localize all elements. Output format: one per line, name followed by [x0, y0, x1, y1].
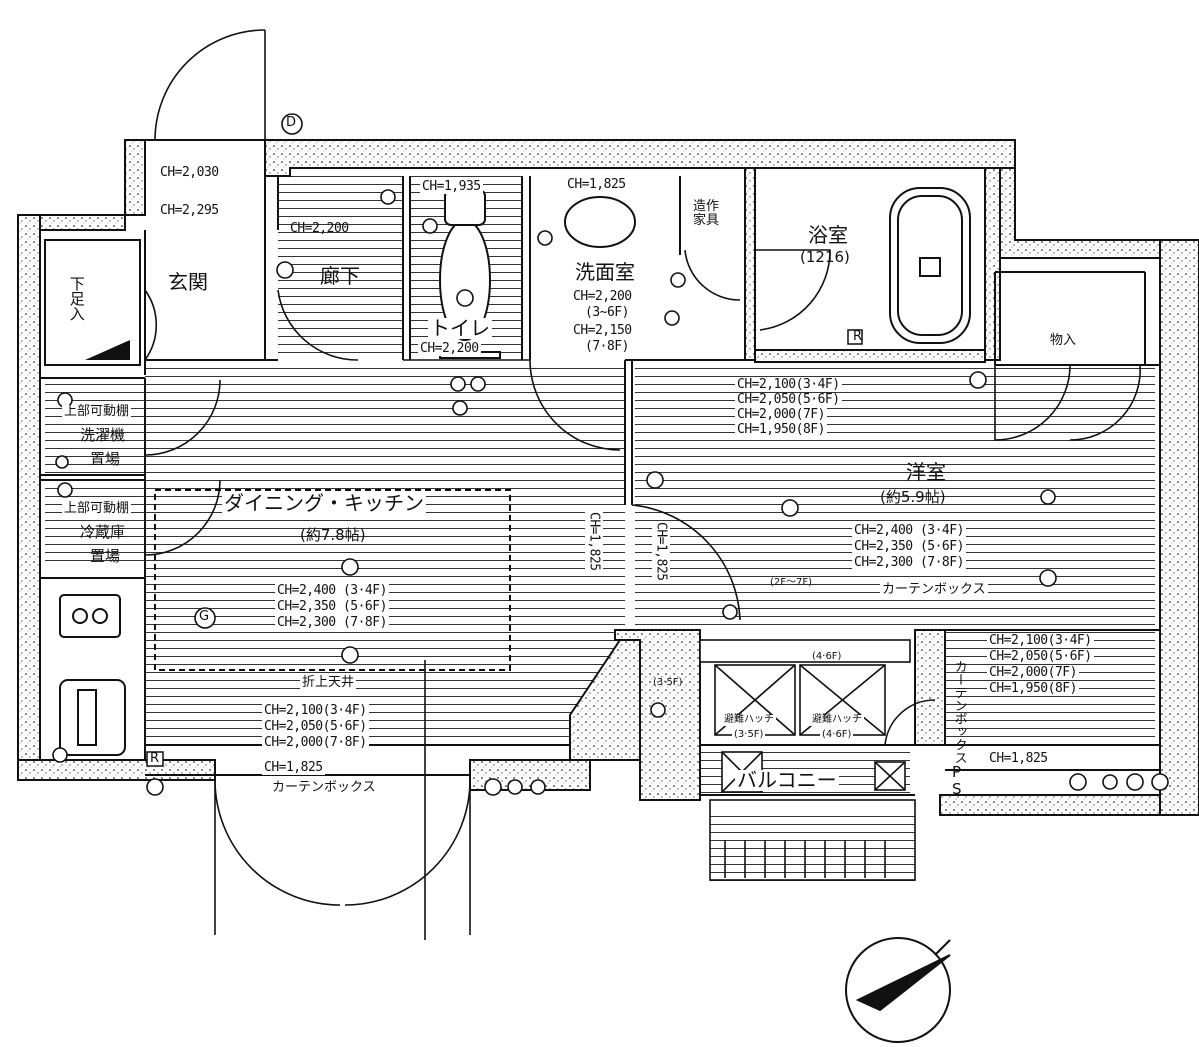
hatch-1-floor: (3·5F): [732, 729, 766, 741]
ch-dk-low-3: CH=2,000(7·8F): [262, 735, 369, 750]
ch-dk-mid-1: CH=2,400 (3·4F): [275, 583, 389, 598]
curtain-box-side: カーテンボックス: [951, 660, 967, 764]
sentakuki-label-a: 上部可動棚: [62, 404, 132, 419]
ch-senmen-2f: (7·8F): [585, 339, 629, 354]
oriage-label: 折上天井: [300, 675, 357, 690]
floor-label-46: (4·6F): [812, 651, 842, 662]
ch-yo-mid-1: CH=2,400 (3·4F): [852, 523, 966, 538]
outlets: [52, 113, 1169, 796]
room-toilet: トイレ: [428, 316, 492, 340]
ch-genkan-2: CH=2,295: [160, 203, 219, 218]
ch-yo-right-1: CH=2,100(3·4F): [987, 633, 1094, 648]
room-balcony: バルコニー: [735, 768, 839, 792]
reizouko-label-b: 冷蔵庫: [80, 523, 126, 541]
ch-yo-right-2: CH=2,050(5·6F): [987, 649, 1094, 664]
ch-rouka: CH=2,200: [290, 221, 349, 236]
room-youshitsu-size: (約5.9帖): [880, 488, 946, 506]
north-arrow-icon: [845, 937, 951, 1043]
hatch-1-label: 避難ハッチ: [722, 714, 776, 726]
room-rouka: 廊下: [320, 264, 360, 288]
ch-yo-right-3: CH=2,000(7F): [987, 665, 1079, 680]
ch-yo-top-1: CH=2,100(3·4F): [735, 377, 842, 392]
bath-fixtures: [439, 187, 971, 359]
room-zousaku: 造作家具: [693, 199, 720, 228]
ch-toilet-top: CH=1,935: [420, 179, 483, 194]
ch-senmen-1: CH=2,200: [573, 289, 632, 304]
ch-vertical-1: CH=1,825: [585, 512, 603, 571]
room-dk: ダイニング・キッチン: [222, 491, 426, 515]
r-label-kitchen: R: [150, 751, 160, 766]
floor-label-2f7f: (2F～7F): [770, 577, 813, 588]
hatch-2-label: 避難ハッチ: [810, 714, 864, 726]
curtain-box-dk: カーテンボックス: [270, 780, 378, 795]
room-nouiri: 物入: [1050, 333, 1077, 348]
room-genkan: 玄関: [168, 270, 208, 294]
genkan-step: [85, 329, 863, 767]
ch-dk-mid-3: CH=2,300 (7·8F): [275, 615, 389, 630]
room-senmen: 洗面室: [573, 260, 637, 284]
doors: [144, 29, 1141, 940]
ch-yo-bottom: CH=1,825: [987, 751, 1050, 766]
reizouko-label-a: 上部可動棚: [62, 501, 132, 516]
ch-yo-top-2: CH=2,050(5·6F): [735, 392, 842, 407]
room-yokushitsu: 浴室: [808, 223, 848, 247]
ps-label-s: S: [952, 780, 962, 798]
gas-label: G: [199, 609, 210, 624]
kitchen-fixtures: [59, 594, 126, 756]
r-label-bath: R: [853, 329, 863, 344]
ch-dk-bottom: CH=1,825: [262, 760, 325, 775]
reizouko-label-c: 置場: [90, 547, 121, 565]
curtain-box-yo: カーテンボックス: [880, 582, 988, 597]
ch-yo-mid-2: CH=2,350 (5·6F): [852, 539, 966, 554]
ps-label-p: P: [952, 763, 962, 781]
ch-senmen-top: CH=1,825: [565, 177, 628, 192]
hatch-2-floor: (4·6F): [820, 729, 854, 741]
ch-senmen-1f: (3~6F): [585, 305, 629, 320]
ch-yo-top-3: CH=2,000(7F): [735, 407, 827, 422]
sentakuki-label-c: 置場: [90, 450, 121, 468]
ch-genkan-1: CH=2,030: [160, 165, 219, 180]
ch-yo-right-4: CH=1,950(8F): [987, 681, 1079, 696]
ch-vertical-2: CH=1,825: [652, 522, 670, 581]
sentakuki-label-b: 洗濯機: [80, 426, 126, 444]
ch-senmen-2: CH=2,150: [573, 323, 632, 338]
ch-dk-low-1: CH=2,100(3·4F): [262, 703, 369, 718]
ch-yo-top-4: CH=1,950(8F): [735, 422, 827, 437]
ch-yo-mid-3: CH=2,300 (7·8F): [852, 555, 966, 570]
ch-dk-low-2: CH=2,050(5·6F): [262, 719, 369, 734]
d-label: D: [286, 115, 297, 130]
balcony-railing: [709, 799, 916, 881]
room-yokushitsu-size: (1216): [800, 248, 850, 266]
room-dk-size: (約7.8帖): [300, 526, 366, 544]
room-geta: 下足入: [67, 276, 86, 321]
room-youshitsu: 洋室: [906, 460, 946, 484]
ch-toilet-bottom: CH=2,200: [418, 341, 481, 356]
ch-dk-mid-2: CH=2,350 (5·6F): [275, 599, 389, 614]
floor-label-35: (3·5F): [653, 677, 683, 688]
